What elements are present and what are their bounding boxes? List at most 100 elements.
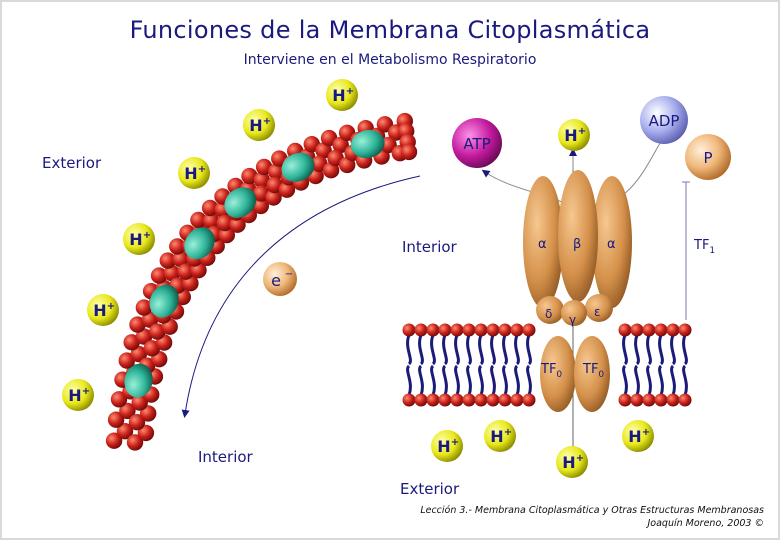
alpha-label-left: α: [538, 237, 547, 252]
lipid-head: [177, 263, 194, 280]
lipid-tail: [442, 334, 448, 366]
lipid-tail: [406, 334, 412, 366]
lipid-head: [159, 252, 176, 269]
epsilon-label: ε: [594, 305, 601, 319]
svg-text:H: H: [184, 164, 197, 183]
lipid-head: [332, 136, 349, 154]
lipid-tail: [514, 364, 520, 396]
atp-molecule: ATP: [452, 118, 502, 168]
electron-molecule: e −: [263, 262, 297, 296]
lipid-head: [402, 393, 416, 407]
lipid-tail: [454, 334, 460, 366]
membrane-protein: [350, 129, 385, 159]
lipid-head: [252, 197, 269, 215]
lipid-head: [201, 199, 219, 217]
proton: H+: [123, 223, 155, 255]
lipid-head: [129, 316, 146, 333]
proton: H+: [622, 420, 654, 452]
lipid-tail: [646, 334, 652, 366]
page-title: Funciones de la Membrana Citoplasmática: [129, 16, 651, 44]
svg-text:+: +: [143, 230, 151, 241]
tf0-label-left: TF0: [540, 362, 562, 380]
page-subtitle: Interviene en el Metabolismo Respiratori…: [243, 52, 537, 68]
gamma-label: γ: [569, 313, 576, 327]
lipid-head: [666, 393, 680, 407]
lipid-head: [105, 432, 123, 449]
svg-text:H: H: [129, 230, 142, 249]
lipid-head: [450, 393, 464, 407]
lipid-tail: [478, 364, 484, 396]
svg-text:+: +: [451, 437, 459, 448]
svg-text:H: H: [249, 116, 262, 135]
membrane-protein: [281, 152, 315, 182]
lipid-tail: [622, 334, 628, 366]
svg-text:+: +: [642, 427, 650, 438]
lipid-tail: [442, 364, 448, 396]
lipid-head: [163, 265, 181, 282]
lipid-head: [414, 323, 428, 337]
lipid-head: [486, 323, 500, 337]
lipid-head: [218, 226, 235, 244]
lipid-tail: [670, 364, 676, 396]
svg-text:H: H: [332, 86, 345, 105]
footer-author: Joaquín Moreno, 2003 ©: [647, 518, 765, 529]
lipid-head: [143, 340, 161, 357]
lipid-head: [438, 393, 452, 407]
lipid-head: [126, 434, 144, 451]
lipid-head: [150, 267, 168, 284]
lipid-head: [135, 299, 153, 316]
proton: H+: [87, 294, 119, 326]
lipid-head: [119, 402, 136, 420]
membrane-protein: [224, 187, 257, 218]
lipid-head: [678, 323, 692, 337]
lipid-head: [315, 142, 332, 159]
svg-text:ADP: ADP: [649, 112, 680, 130]
tf0-subunit-left: [540, 336, 576, 412]
lipid-head: [498, 393, 512, 407]
lipid-tail: [502, 334, 508, 366]
lipid-head: [278, 181, 296, 198]
lipid-tail: [490, 364, 496, 396]
lipid-head: [216, 214, 233, 232]
lipid-head: [438, 323, 452, 337]
lipid-head: [426, 393, 440, 407]
svg-text:H: H: [562, 453, 575, 472]
label-exterior-left: Exterior: [42, 154, 102, 172]
lipid-tail: [526, 334, 532, 366]
flat-membrane: [402, 323, 692, 407]
lipid-head: [131, 394, 148, 411]
lipid-head: [510, 323, 524, 337]
gamma-subunit: [561, 300, 587, 326]
lipid-head: [618, 393, 632, 407]
lipid-head: [172, 250, 189, 268]
svg-text:+: +: [107, 301, 115, 312]
lipid-head: [654, 323, 668, 337]
lipid-tail: [466, 334, 472, 366]
label-exterior-bottom: Exterior: [400, 480, 460, 498]
lipid-head: [116, 423, 134, 440]
lipid-tail: [658, 334, 664, 366]
lipid-tail: [658, 364, 664, 396]
lipid-head: [376, 116, 394, 133]
lipid-tail: [682, 334, 688, 366]
svg-text:H: H: [490, 427, 503, 446]
footer-lesson: Lección 3.- Membrana Citoplasmática y Ot…: [420, 505, 764, 516]
lipid-head: [128, 414, 146, 431]
lipid-head: [118, 352, 135, 369]
lipid-tail: [634, 364, 640, 396]
svg-text:+: +: [82, 386, 90, 397]
label-interior-top: Interior: [402, 238, 457, 256]
lipid-head: [462, 323, 476, 337]
lipid-head: [426, 323, 440, 337]
lipid-tail: [430, 364, 436, 396]
lipid-tail: [406, 364, 412, 396]
svg-text:+: +: [504, 427, 512, 438]
lipid-tail: [454, 364, 460, 396]
svg-text:+: +: [198, 164, 206, 175]
lipid-tail: [418, 334, 424, 366]
alpha-subunit-right: [592, 176, 632, 308]
lipid-tail: [646, 364, 652, 396]
delta-subunit: [536, 296, 564, 324]
lipid-tail: [682, 364, 688, 396]
